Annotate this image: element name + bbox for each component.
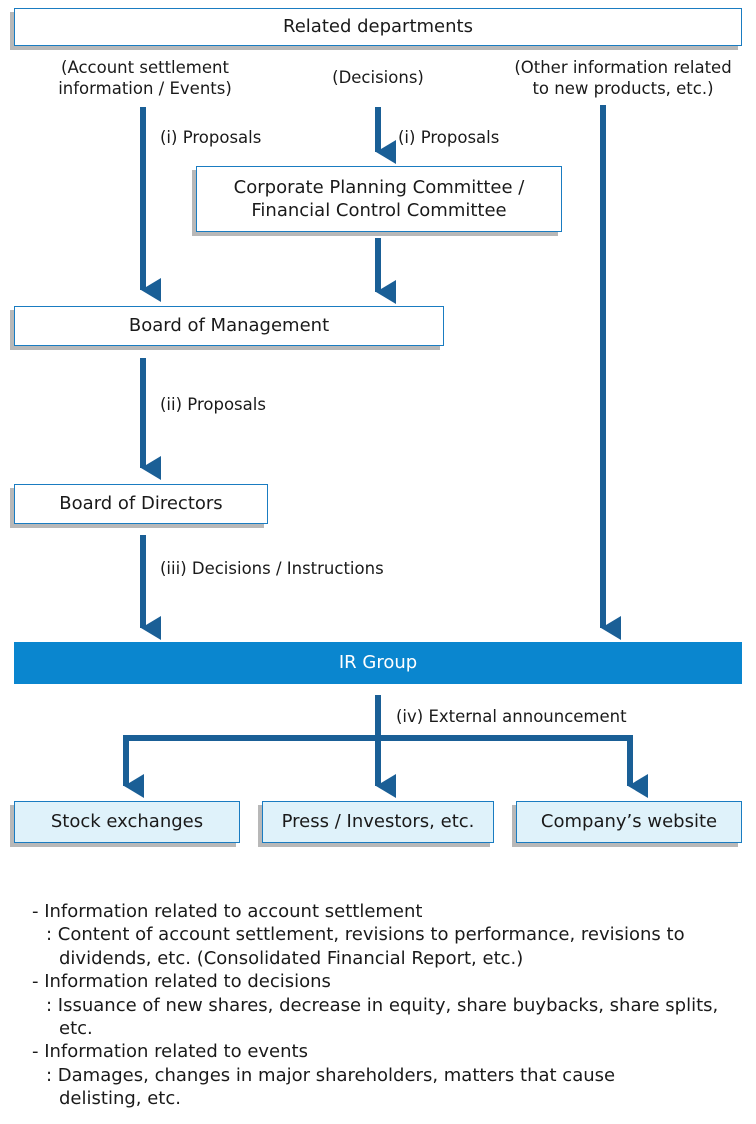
account-settlement-label: (Account settlement information / Events…	[58, 58, 232, 99]
note-heading: - Information related to decisions	[32, 971, 331, 993]
stock-exchanges-label: Stock exchanges	[50, 811, 204, 833]
press-investors-box: Press / Investors, etc.	[262, 801, 494, 843]
press-investors-label: Press / Investors, etc.	[281, 811, 475, 833]
external-announcement-label: (iv) External announcement	[396, 707, 627, 726]
board-of-management-box: Board of Management	[14, 306, 444, 346]
financial-control-label: Financial Control Committee	[251, 200, 507, 221]
proposals-ii-label: (ii) Proposals	[160, 395, 266, 414]
board-of-directors-box: Board of Directors	[14, 484, 268, 524]
company-website-label: Company’s website	[540, 811, 718, 833]
board-of-management-label: Board of Management	[128, 315, 330, 337]
note-heading: - Information related to events	[32, 1041, 308, 1063]
decisions-label: (Decisions)	[332, 68, 424, 87]
note-heading: - Information related to account settlem…	[32, 901, 423, 922]
decisions-instructions-label: (iii) Decisions / Instructions	[160, 559, 384, 578]
related-departments-label: Related departments	[283, 16, 473, 38]
other-info-label: (Other information related to new produc…	[514, 58, 732, 99]
board-of-directors-label: Board of Directors	[59, 493, 223, 515]
stock-exchanges-box: Stock exchanges	[14, 801, 240, 843]
proposals-i-right-label: (i) Proposals	[398, 128, 500, 147]
company-website-box: Company’s website	[516, 801, 742, 843]
note-detail: : Content of account settlement, revisio…	[46, 924, 685, 969]
note-detail: : Issuance of new shares, decrease in eq…	[46, 994, 719, 1039]
ir-group-box: IR Group	[14, 642, 742, 684]
ir-group-label: IR Group	[338, 652, 418, 674]
committee-box: Corporate Planning Committee / Financial…	[196, 166, 562, 232]
note-detail: : Damages, changes in major shareholders…	[46, 1064, 616, 1110]
related-departments-box: Related departments	[14, 8, 742, 46]
proposals-i-left-label: (i) Proposals	[160, 128, 262, 147]
corporate-planning-label: Corporate Planning Committee /	[233, 176, 525, 198]
notes-list: - Information related to account settlem…	[32, 900, 729, 1111]
